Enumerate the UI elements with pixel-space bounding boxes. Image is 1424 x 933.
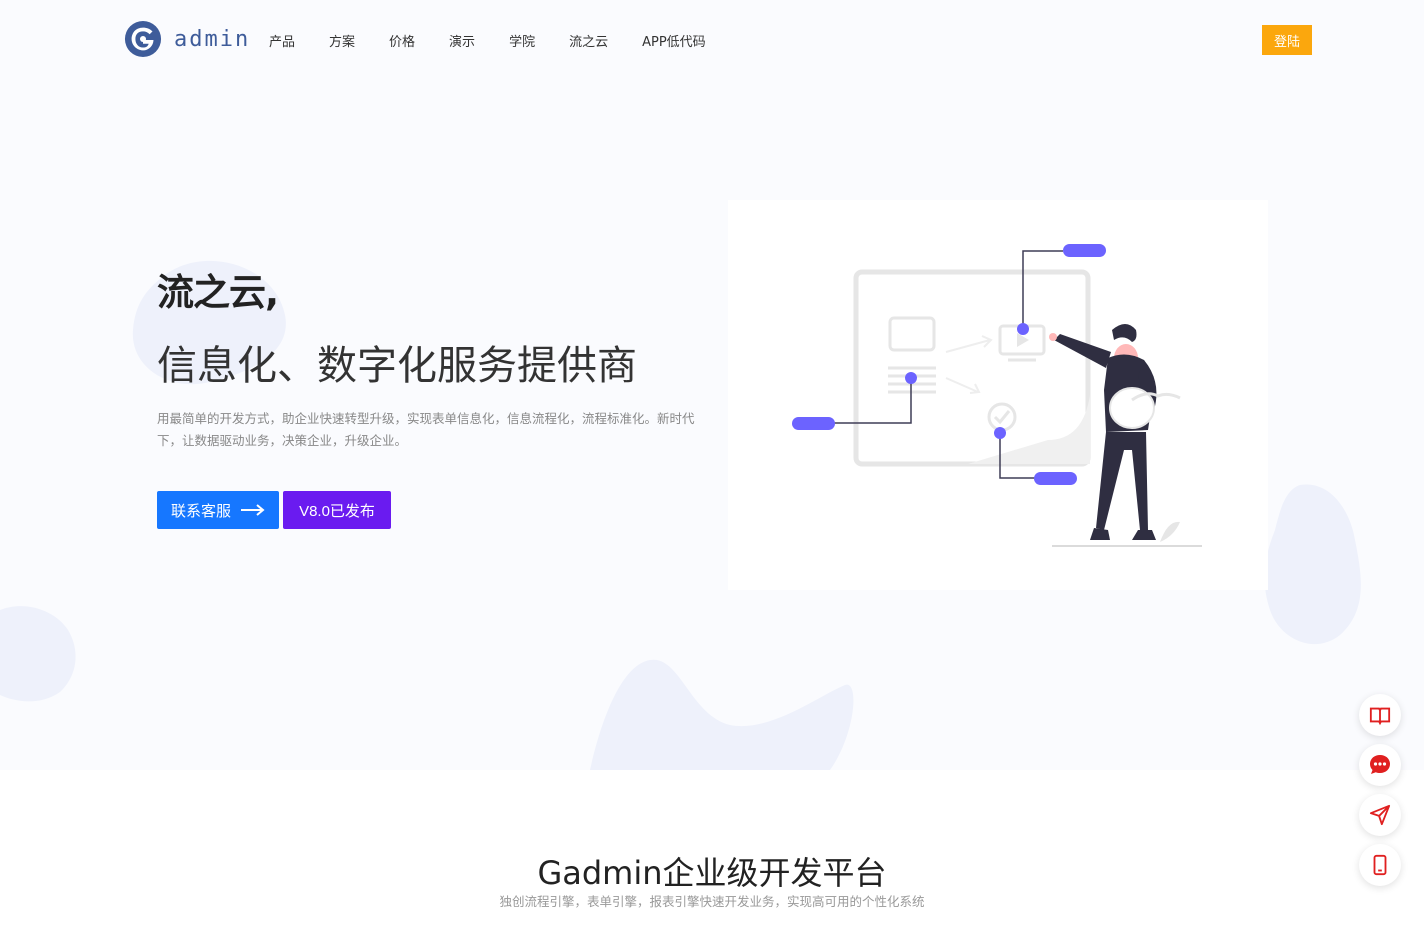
decor-blob-bottom-left	[0, 606, 76, 702]
version-release-button[interactable]: V8.0已发布	[283, 491, 391, 529]
float-mobile-button[interactable]	[1359, 844, 1401, 886]
logo-text: admin	[174, 26, 251, 52]
float-docs-button[interactable]	[1359, 694, 1401, 736]
section-title: Gadmin企业级开发平台	[537, 854, 887, 892]
nav-item-product[interactable]: 产品	[269, 35, 296, 50]
login-button[interactable]: 登陆	[1262, 25, 1312, 55]
contact-support-label: 联系客服	[170, 502, 231, 520]
main-nav: 产品 方案 价格 演示 学院 流之云 APP低代码	[269, 31, 706, 50]
mobile-icon	[1373, 854, 1387, 876]
decor-blob-right	[1264, 484, 1361, 645]
chat-icon	[1370, 755, 1390, 774]
hero-title-primary: 流之云,	[157, 271, 279, 314]
top-header: admin 产品 方案 价格 演示 学院 流之云 APP低代码 登陆	[0, 0, 1424, 80]
float-chat-button[interactable]	[1359, 744, 1401, 786]
nav-item-solution[interactable]: 方案	[329, 35, 356, 50]
book-icon	[1369, 707, 1391, 726]
float-send-button[interactable]	[1359, 794, 1401, 836]
nav-item-liuzhiyun[interactable]: 流之云	[569, 35, 609, 50]
section-subtitle: 独创流程引擎，表单引擎，报表引擎快速开发业务，实现高可用的个性化系统	[499, 894, 925, 909]
hero-description: 用最简单的开发方式，助企业快速转型升级，实现表单信息化，信息流程化，流程标准化。…	[157, 411, 695, 448]
nav-item-app-lowcode[interactable]: APP低代码	[642, 35, 706, 50]
logo-swirl-icon	[124, 20, 162, 58]
arrow-right-icon	[241, 504, 265, 516]
nav-item-price[interactable]: 价格	[389, 35, 416, 50]
hero-title-secondary: 信息化、数字化服务提供商	[157, 343, 637, 389]
decor-blob-bottom-center	[590, 659, 854, 770]
send-icon	[1369, 804, 1391, 826]
nav-item-academy[interactable]: 学院	[509, 35, 536, 50]
brand-logo[interactable]: admin	[124, 20, 250, 58]
contact-support-button[interactable]: 联系客服	[157, 491, 279, 529]
person-presenting-illustration	[792, 244, 1202, 547]
decor-blob-left	[132, 260, 286, 385]
nav-item-demo[interactable]: 演示	[449, 35, 476, 50]
hero-illustration	[728, 200, 1268, 590]
